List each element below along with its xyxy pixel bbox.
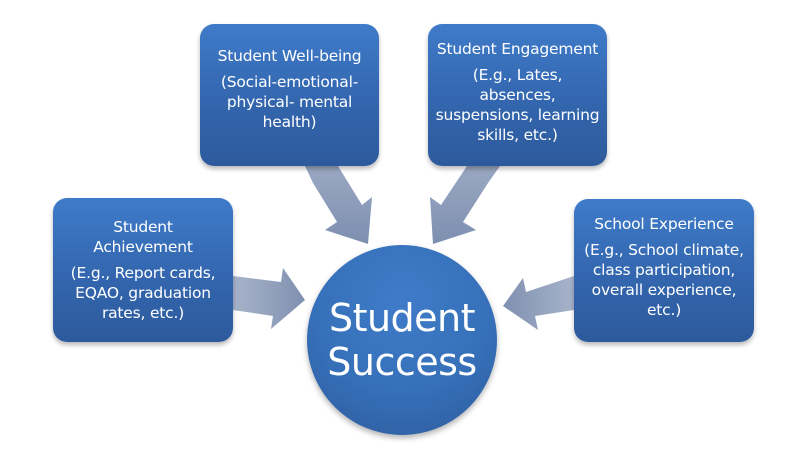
- arrow-engagement-to-center: [430, 166, 500, 244]
- node-description: (E.g., School climate, class participati…: [584, 241, 744, 319]
- node-description: (Social-emotional- physical- mental heal…: [220, 73, 359, 131]
- center-label-line2: Success: [327, 340, 477, 384]
- node-description: (E.g., Lates, absences, suspensions, lea…: [435, 66, 600, 144]
- center-label-line1: Student: [328, 296, 476, 340]
- node-description: (E.g., Report cards, EQAO, graduation ra…: [70, 264, 216, 322]
- center-node-student-success: Student Success: [307, 245, 497, 435]
- arrow-achievement-to-center: [233, 268, 305, 329]
- node-title: Student Engagement: [436, 40, 599, 58]
- arrow-wellbeing-to-center: [305, 166, 372, 244]
- node-school-experience: School Experience (E.g., School climate,…: [574, 199, 754, 342]
- node-student-engagement: Student Engagement (E.g., Lates, absence…: [428, 24, 607, 166]
- node-student-wellbeing: Student Well-being (Social-emotional- ph…: [200, 24, 379, 166]
- arrow-experience-to-center: [503, 276, 574, 330]
- node-student-achievement: Student Achievement (E.g., Report cards,…: [53, 198, 233, 342]
- node-title: Student Achievement: [93, 218, 193, 256]
- node-title: Student Well-being: [217, 47, 362, 65]
- node-title: School Experience: [594, 215, 734, 233]
